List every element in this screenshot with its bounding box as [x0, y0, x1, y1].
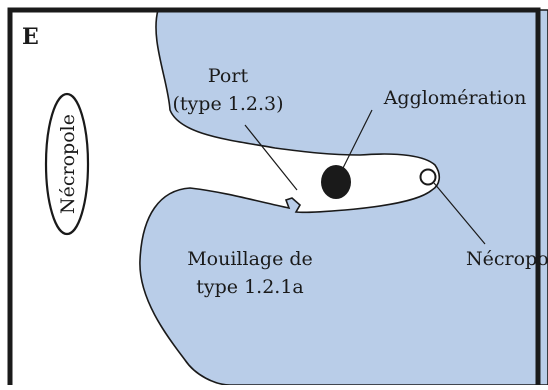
port-label-line2: (type 1.2.3) — [173, 93, 284, 115]
necropole-circle — [419, 168, 437, 186]
agglomeration-label: Agglomération — [383, 87, 527, 109]
mouillage-label-line1: Mouillage de — [187, 248, 313, 270]
necropole-leader-line — [433, 182, 486, 245]
port-label-line1: Port — [208, 65, 249, 87]
mouillage-label-line2: type 1.2.1a — [196, 276, 304, 298]
agglomeration-leader-line — [341, 109, 373, 171]
port-leader-line — [244, 124, 298, 191]
water-area — [139, 9, 548, 386]
necropole-vertical-label: Nécropole — [57, 114, 79, 214]
map-frame — [7, 7, 541, 390]
necropole-ellipse — [44, 92, 90, 236]
necropole-right-label: Nécropole — [466, 248, 548, 270]
panel-letter: E — [22, 24, 39, 50]
agglomeration-dot — [321, 165, 351, 199]
